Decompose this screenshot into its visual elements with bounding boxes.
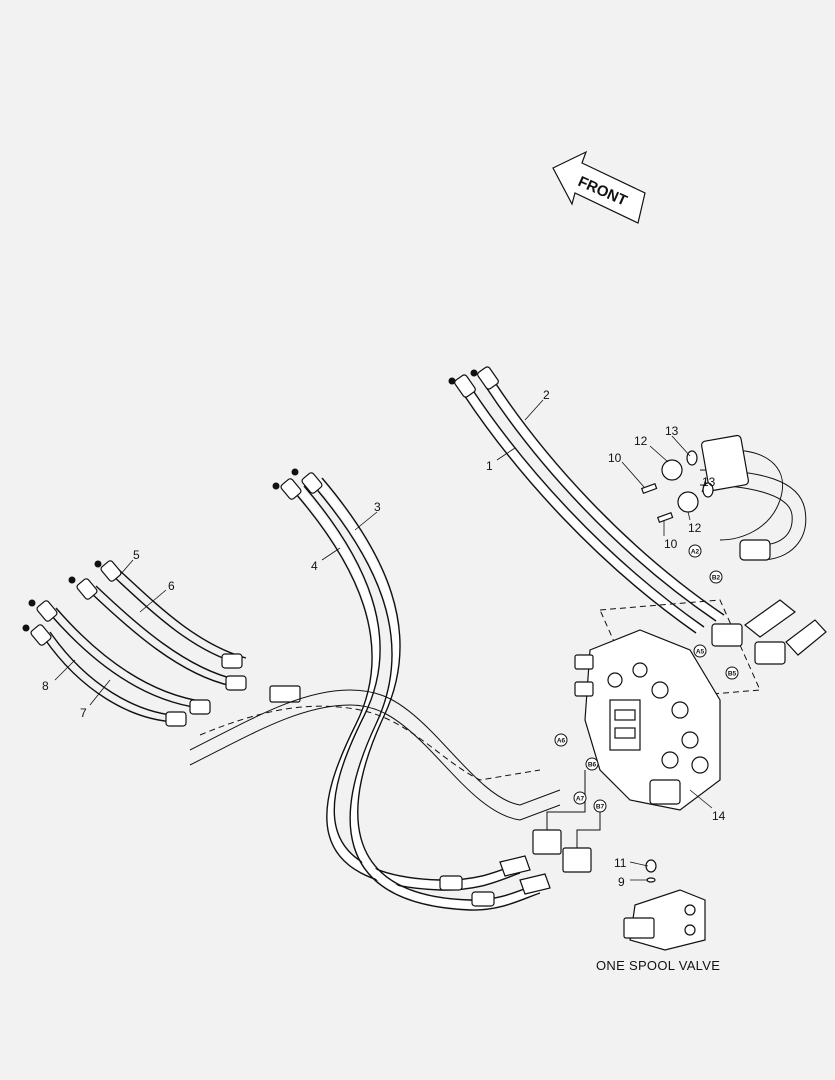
one-spool-valve [623, 859, 706, 951]
front-arrow: FRONT [552, 150, 646, 224]
callout-10: 10 [664, 537, 678, 551]
callout-numbers: 2 1 13 12 10 13 12 10 3 4 5 6 8 7 14 11 … [42, 388, 726, 889]
port-tag-a6: A6 [554, 733, 568, 747]
callout-3: 3 [374, 500, 381, 514]
steel-tubes [189, 434, 807, 821]
control-valve-14 [574, 599, 827, 811]
callout-5: 5 [133, 548, 140, 562]
callout-4: 4 [311, 559, 318, 573]
svg-text:B6: B6 [588, 762, 597, 769]
port-tag-b7: B7 [593, 799, 607, 813]
port-tag-b2: B2 [709, 570, 723, 584]
svg-text:B2: B2 [712, 575, 721, 582]
callout-14: 14 [712, 809, 726, 823]
callout-8: 8 [42, 679, 49, 693]
port-tag-a2: A2 [688, 544, 702, 558]
callout-1: 1 [486, 459, 493, 473]
hose-pair-1-2 [448, 366, 725, 634]
svg-text:B5: B5 [728, 671, 737, 678]
fittings-10-12-13 [640, 450, 714, 523]
callout-11: 11 [614, 856, 627, 870]
lower-blocks [499, 770, 601, 895]
callout-2: 2 [543, 388, 550, 402]
port-tag-b5: B5 [725, 666, 739, 680]
port-tags: A2 B2 A5 B5 A6 B6 A7 B7 [554, 544, 739, 813]
leader-lines [54, 399, 713, 881]
hose-group-5-8 [22, 560, 301, 727]
port-tag-b6: B6 [585, 757, 599, 771]
callout-12: 12 [634, 434, 648, 448]
hose-pair-3-4 [272, 468, 542, 911]
callout-7: 7 [80, 706, 87, 720]
callout-10: 10 [608, 451, 622, 465]
callout-13: 13 [665, 424, 679, 438]
svg-text:A5: A5 [696, 649, 705, 656]
svg-text:B7: B7 [596, 804, 605, 811]
svg-text:A2: A2 [691, 549, 700, 556]
callout-12: 12 [688, 521, 702, 535]
callout-6: 6 [168, 579, 175, 593]
port-tag-a5: A5 [693, 644, 707, 658]
port-tag-a7: A7 [573, 791, 587, 805]
callout-9: 9 [618, 875, 625, 889]
svg-text:A6: A6 [557, 738, 566, 745]
svg-text:A7: A7 [576, 796, 585, 803]
callout-13: 13 [702, 475, 716, 489]
one-spool-valve-caption: ONE SPOOL VALVE [596, 958, 721, 973]
